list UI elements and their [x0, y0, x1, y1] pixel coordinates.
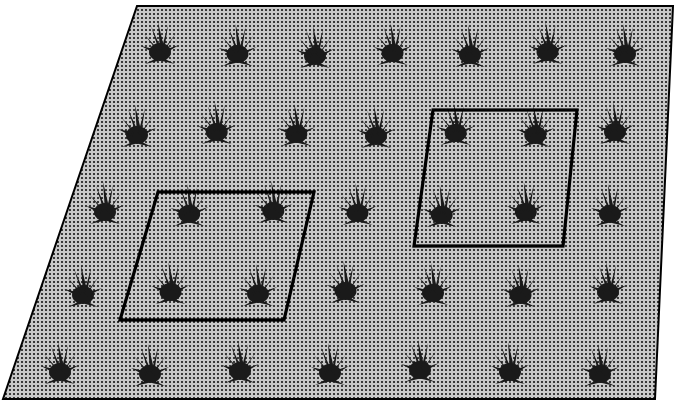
dotted-field-parallelogram: [3, 6, 673, 399]
